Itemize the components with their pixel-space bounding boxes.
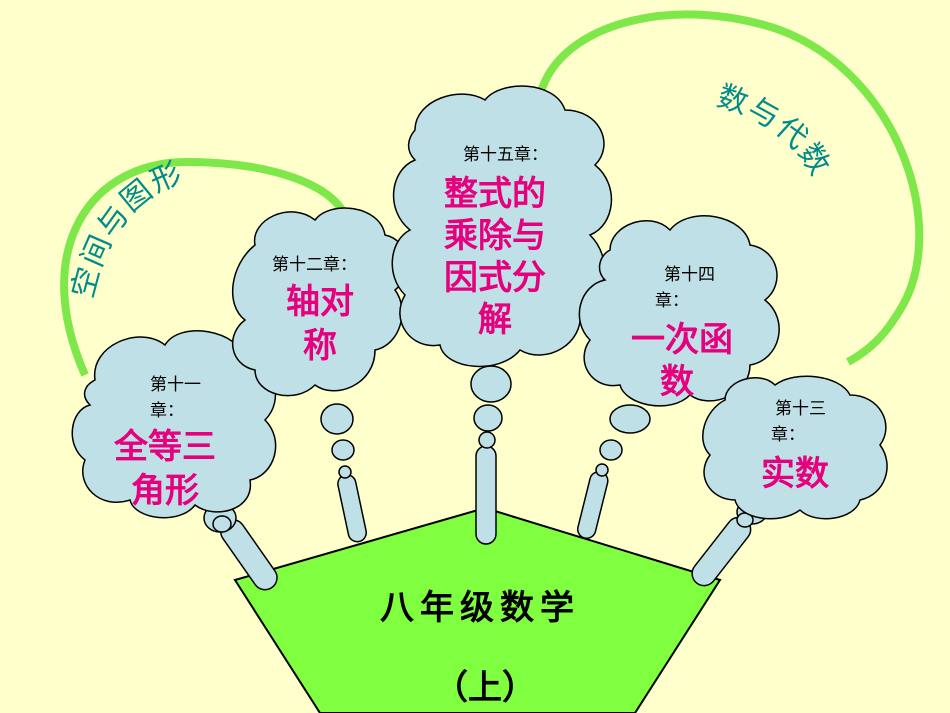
tube-center <box>470 365 512 545</box>
cloud-12-title-line2: 称 <box>303 326 337 366</box>
cloud-13-chapter-line1: 第十三 <box>775 399 826 419</box>
cloud-15-title-line4: 解 <box>478 300 512 340</box>
cloud-11-title-line2: 角形 <box>131 471 199 511</box>
right-arc-label: 数与代数 <box>713 79 838 183</box>
cloud-12-title-line1: 轴对 <box>286 282 354 322</box>
cloud-14-chapter-line1: 第十四 <box>664 265 715 285</box>
cloud-14-title-line1: 一次函 <box>631 320 733 360</box>
cloud-13-chapter-line2: 章： <box>771 425 805 445</box>
cloud-chapter-11 <box>71 330 277 519</box>
cloud-15-title-line1: 整式的 <box>444 174 546 214</box>
base-pentagon <box>233 506 722 713</box>
cloud-chapter-15 <box>391 85 612 368</box>
left-arc <box>60 157 349 377</box>
cloud-15-chapter-line1: 第十五章： <box>463 145 548 165</box>
cloud-15-title-line2: 乘除与 <box>444 216 546 256</box>
tube-center-right <box>576 404 651 539</box>
cloud-14-chapter-line2: 章： <box>655 291 689 311</box>
cloud-11-title-line1: 全等三 <box>114 427 216 467</box>
cloud-14-title-line2: 数 <box>660 362 694 402</box>
cloud-11-chapter-line1: 第十一 <box>150 375 201 395</box>
right-arc <box>536 10 924 366</box>
base-subtitle: （上） <box>434 668 536 708</box>
cloud-13-title-line1: 实数 <box>761 454 829 494</box>
cloud-chapter-13 <box>702 375 888 520</box>
cloud-15-title-line3: 因式分 <box>444 258 546 298</box>
cloud-chapter-12 <box>231 207 409 397</box>
cloud-12-chapter-line1: 第十二章： <box>272 255 357 275</box>
base-title: 八年级数学 <box>380 588 580 628</box>
tube-center-left <box>320 403 368 543</box>
cloud-11-chapter-line2: 章： <box>150 401 184 421</box>
